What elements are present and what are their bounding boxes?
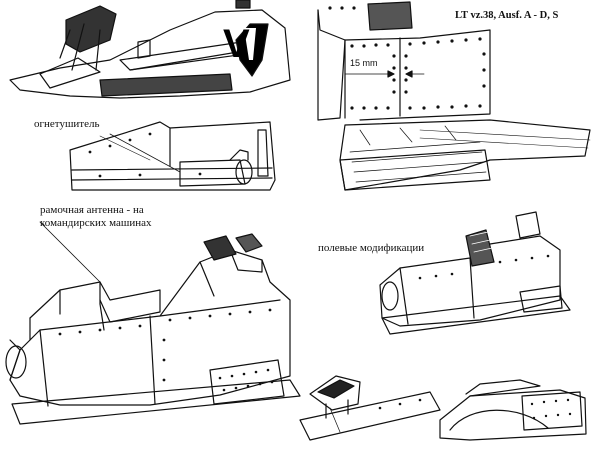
field-mod-tank-view <box>379 211 571 335</box>
fender-stowage-detail <box>299 375 441 441</box>
label-field-mods: полевые модификации <box>318 242 425 254</box>
rear-hull-detail <box>439 379 587 441</box>
label-extinguisher: огнетушитель <box>34 118 100 130</box>
extinguisher-fender-view <box>69 121 276 191</box>
commander-tank-view <box>5 221 301 425</box>
hull-front-detail <box>317 1 591 191</box>
turret-side-view <box>9 0 291 99</box>
sheet-title: LT vz.38, Ausf. A - D, S <box>455 10 559 21</box>
dimension-label: 15 mm <box>350 58 378 68</box>
label-antenna-line1: рамочная антенна - на <box>40 204 144 216</box>
turret-letter: V <box>223 22 250 66</box>
label-antenna-line2: командирских машинах <box>40 217 152 229</box>
